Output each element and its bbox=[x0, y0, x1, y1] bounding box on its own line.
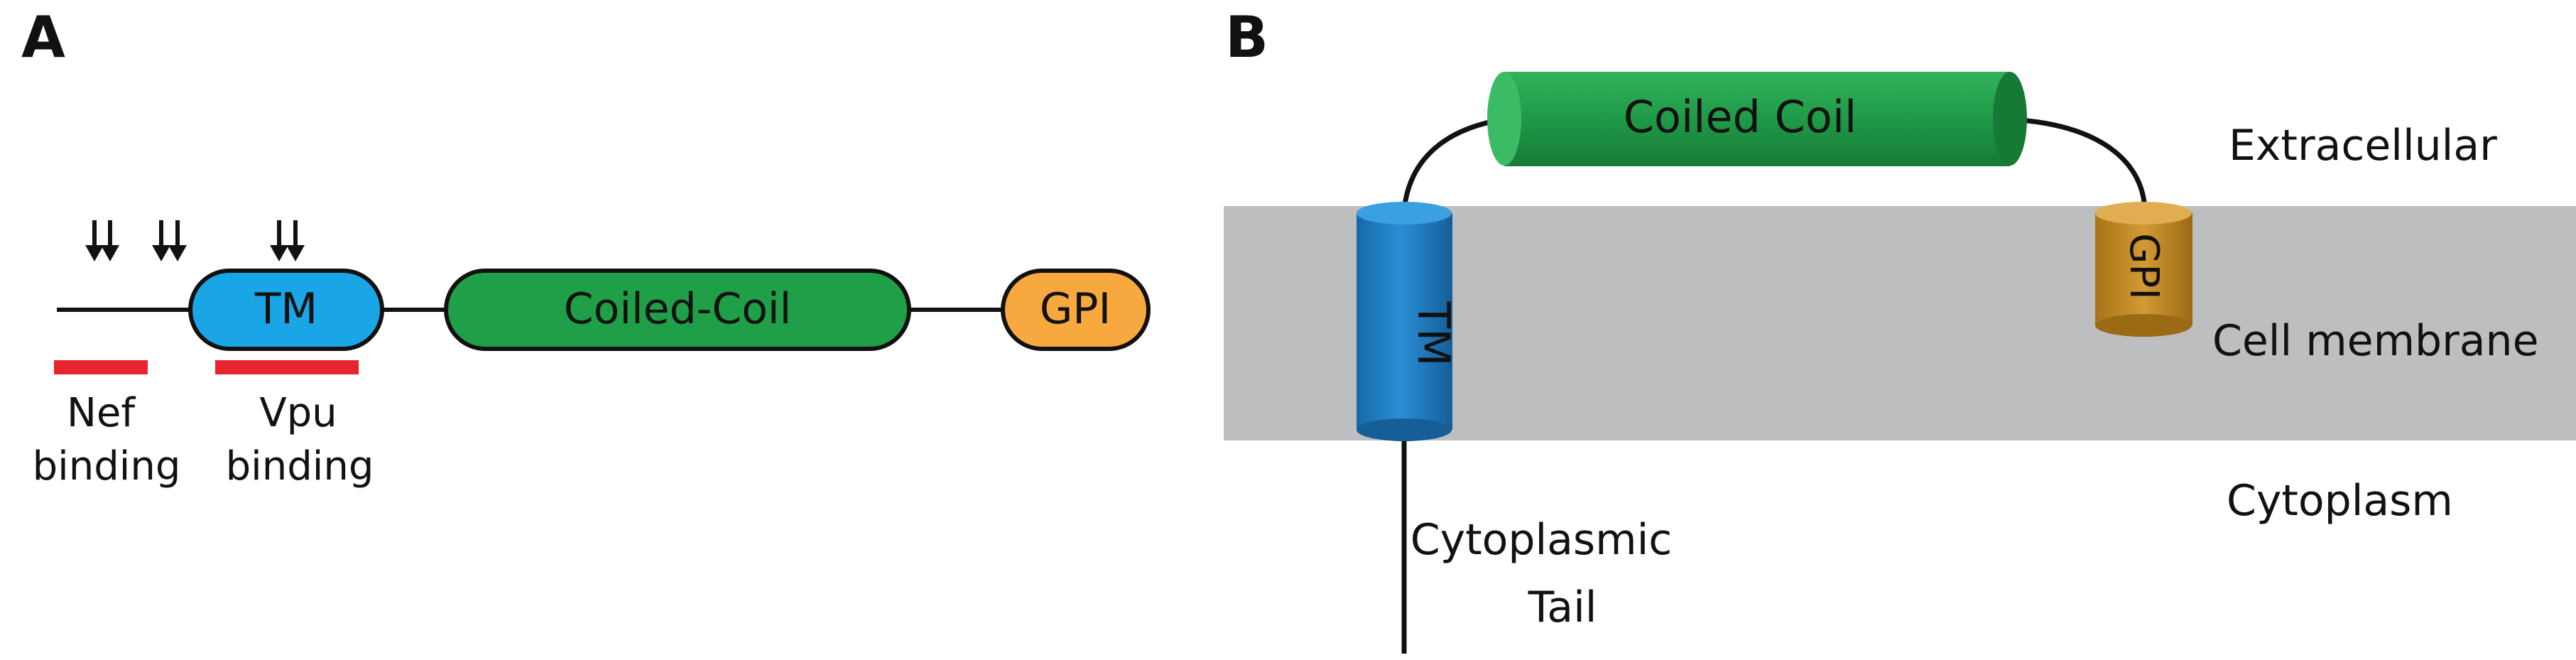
tm-cylinder: TM bbox=[1357, 202, 1460, 441]
gpi-domain-label: GPI bbox=[1040, 284, 1111, 334]
down-arrow-icon bbox=[152, 220, 187, 261]
vpu-binding-label-line1: Vpu bbox=[259, 390, 337, 436]
vpu-binding-label-line2: binding bbox=[226, 443, 374, 489]
coiled-coil-domain: Coiled-Coil bbox=[444, 269, 911, 351]
cytoplasm-label: Cytoplasm bbox=[2227, 476, 2453, 526]
coiled-coil-domain-label: Coiled-Coil bbox=[564, 284, 792, 334]
gpi-cylinder-label: GPI bbox=[2121, 233, 2167, 300]
tm-domain: TM bbox=[188, 269, 384, 351]
nef-binding-label-line2: binding bbox=[33, 443, 181, 489]
tm-cylinder-label: TM bbox=[1408, 301, 1460, 366]
panel-a: A TM Coiled-Coil GPI bbox=[21, 4, 1151, 489]
panel-b: B TM Coiled Coil GPI Ex bbox=[1224, 4, 2576, 654]
coiled-coil-cylinder: Coiled Coil bbox=[1487, 72, 2027, 166]
panel-a-letter: A bbox=[21, 4, 65, 70]
nef-binding-label-line1: Nef bbox=[67, 390, 136, 436]
vpu-binding-bar bbox=[215, 360, 359, 374]
extracellular-label: Extracellular bbox=[2229, 121, 2497, 171]
gpi-cylinder: GPI bbox=[2095, 202, 2192, 337]
cytoplasmic-tail-label-line1: Cytoplasmic bbox=[1411, 515, 1673, 565]
coil-to-gpi-linker bbox=[2009, 117, 2148, 214]
panel-b-letter: B bbox=[1225, 4, 1268, 70]
down-arrow-icon bbox=[270, 220, 305, 261]
cytoplasmic-tail-label-line2: Tail bbox=[1528, 583, 1597, 632]
down-arrow-icon bbox=[85, 220, 119, 261]
coiled-coil-cylinder-label: Coiled Coil bbox=[1624, 91, 1857, 143]
cell-membrane-label: Cell membrane bbox=[2212, 316, 2539, 366]
gpi-domain: GPI bbox=[1001, 269, 1151, 351]
tm-to-coil-linker bbox=[1401, 117, 1505, 210]
tm-domain-label: TM bbox=[254, 284, 317, 334]
nef-binding-bar bbox=[54, 360, 148, 374]
